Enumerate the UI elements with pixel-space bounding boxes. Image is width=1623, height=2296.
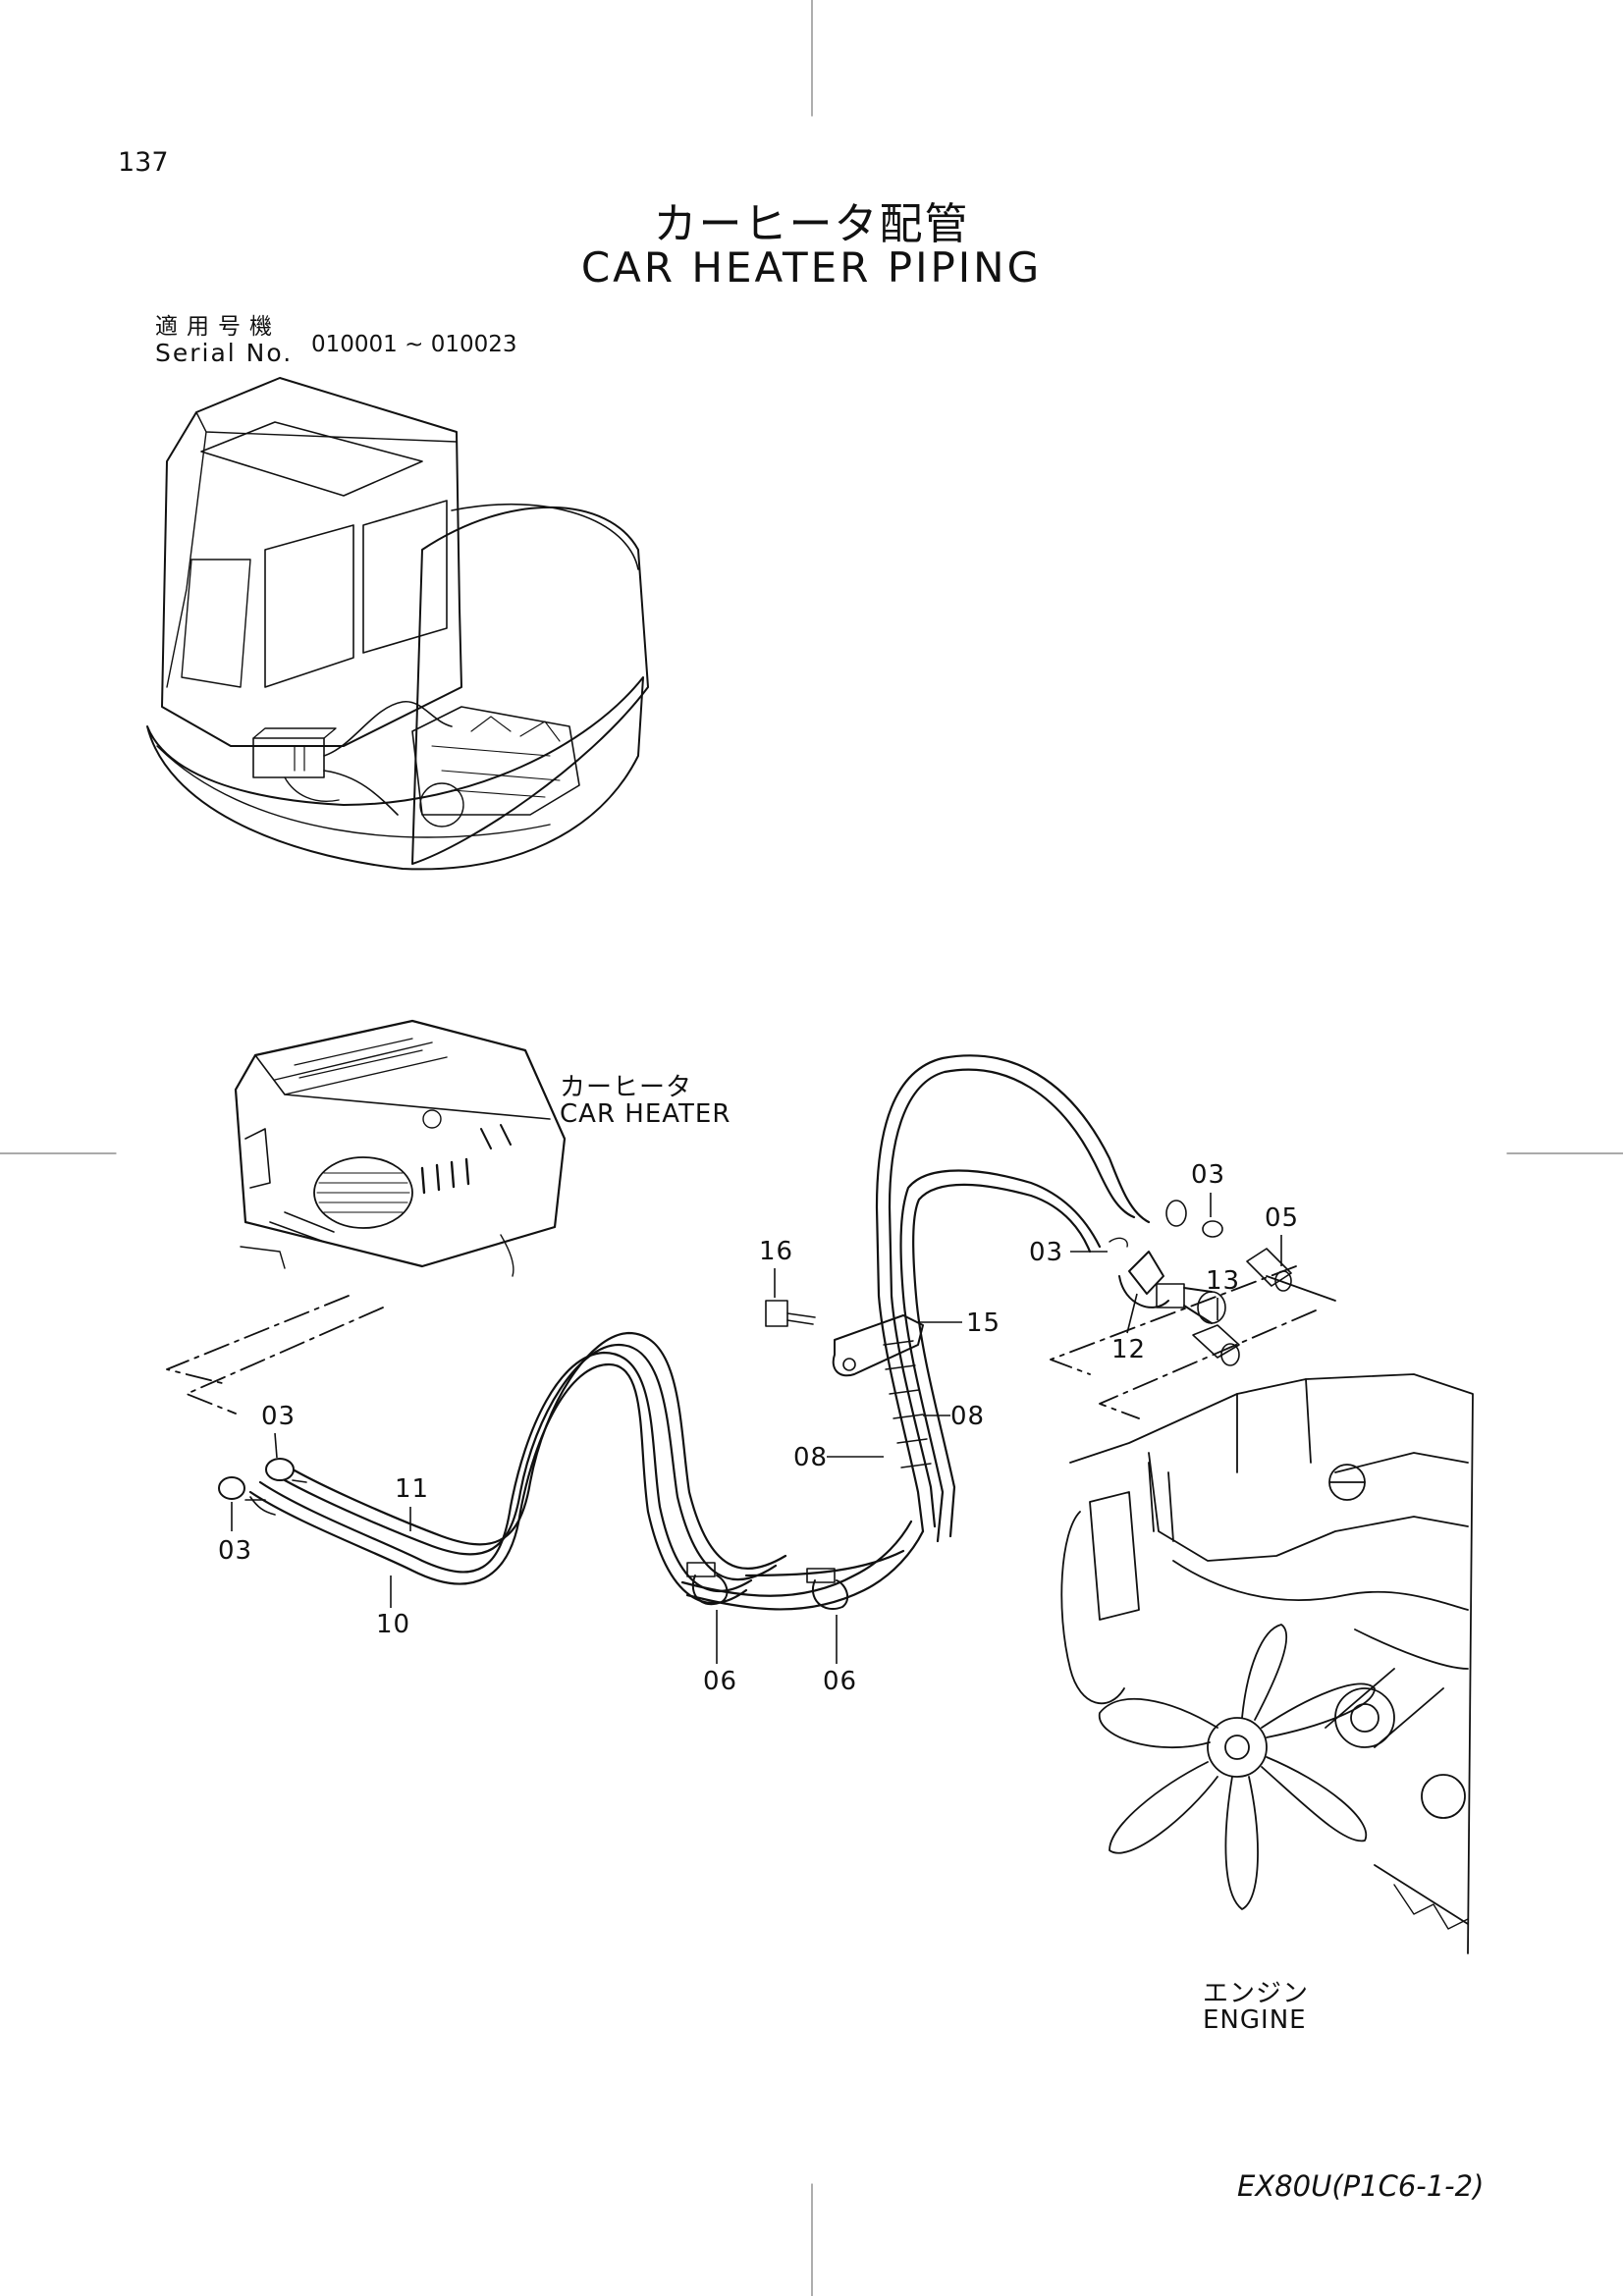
drawing-reference-code: EX80U(P1C6-1-2)	[1237, 2169, 1485, 2203]
callout-03: 03	[1029, 1238, 1064, 1267]
callout-03: 03	[218, 1536, 253, 1566]
callout-11: 11	[395, 1474, 430, 1504]
bracket-15-bolt-16	[765, 1300, 924, 1377]
callout-06: 06	[823, 1667, 858, 1696]
hoses-10-11	[248, 1331, 925, 1611]
page-title-japanese: カーヒータ配管	[653, 199, 970, 249]
callout-13: 13	[1206, 1266, 1241, 1296]
hose-clamps-left	[218, 1458, 307, 1516]
callout-03: 03	[261, 1402, 297, 1431]
leader-lines	[166, 1265, 1336, 1419]
serial-label-english: Serial No.	[155, 339, 294, 367]
page-title-english: CAR HEATER PIPING	[580, 243, 1043, 292]
excavator-overview-illustration	[146, 377, 649, 871]
callout-03: 03	[1191, 1160, 1226, 1190]
car-heater-label-japanese: カーヒータ	[560, 1073, 693, 1102]
engine-illustration	[1060, 1373, 1474, 1954]
page-number: 137	[118, 147, 169, 178]
callout-08: 08	[793, 1443, 829, 1472]
callout-06: 06	[703, 1667, 738, 1696]
callout-10: 10	[376, 1610, 411, 1639]
callout-08: 08	[950, 1402, 986, 1431]
clamps-06	[686, 1562, 849, 1610]
hoses-08	[875, 1054, 1151, 1543]
callout-15: 15	[966, 1308, 1001, 1338]
serial-label-japanese: 適用号機	[155, 314, 281, 340]
callout-16: 16	[759, 1237, 794, 1266]
engine-label-japanese: エンジン	[1203, 1979, 1310, 2008]
serial-number-range: 010001 ~ 010023	[311, 332, 517, 357]
car-heater-unit	[234, 1019, 567, 1277]
callout-12: 12	[1111, 1335, 1147, 1364]
callout-05: 05	[1265, 1203, 1300, 1233]
engine-label-english: ENGINE	[1203, 2005, 1307, 2035]
car-heater-label-english: CAR HEATER	[560, 1099, 731, 1129]
engine-side-fittings	[1109, 1200, 1292, 1366]
